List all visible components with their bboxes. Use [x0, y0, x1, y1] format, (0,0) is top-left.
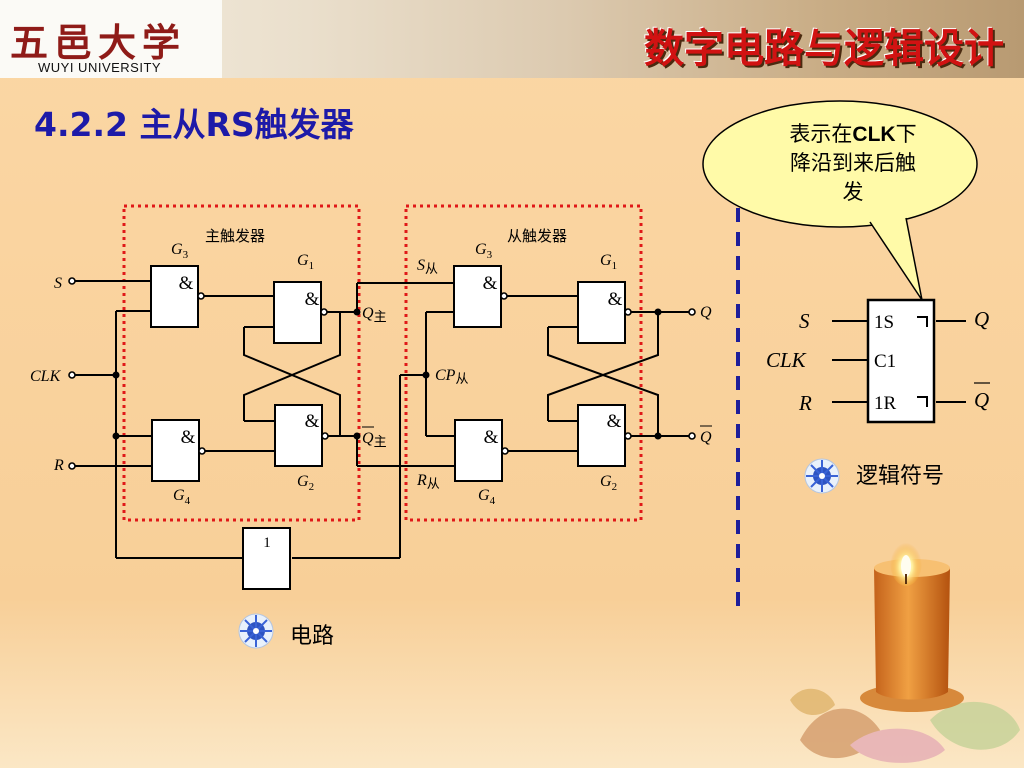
- slave-ff-frame: [404, 204, 643, 522]
- symbol-pin-clk: CLK: [766, 348, 807, 372]
- terminal-q: [688, 308, 696, 316]
- terminal-r: [68, 462, 76, 470]
- svg-text:&: &: [607, 411, 622, 432]
- symbol-in-c1: C1: [874, 351, 896, 372]
- gate-slave-g1: &: [577, 281, 632, 344]
- svg-text:1: 1: [263, 535, 271, 551]
- label-r-slave: R从: [416, 472, 440, 492]
- label-g4-slave: G4: [478, 487, 496, 507]
- bullet-star-icon: [238, 613, 274, 649]
- label-g3-master: G3: [171, 241, 189, 261]
- junction-q-out: [654, 308, 662, 316]
- slave-ff-label: 从触发器: [507, 227, 567, 245]
- svg-text:&: &: [305, 289, 320, 310]
- gate-master-g1: &: [273, 281, 328, 344]
- junction-q-master: [353, 308, 361, 316]
- callout-line1-bold: CLK: [852, 123, 896, 146]
- course-title: 数字电路与逻辑设计: [644, 26, 1004, 72]
- master-ff-label: 主触发器: [205, 227, 265, 245]
- circuit-wires: [74, 280, 966, 559]
- callout-line1-post: 下: [895, 122, 917, 146]
- gate-master-g2: &: [274, 404, 329, 467]
- terminal-clk: [68, 371, 76, 379]
- logic-symbol-caption: 逻辑符号: [856, 464, 945, 489]
- bullet-star-icon: [804, 458, 840, 494]
- junction-qbar-out: [654, 432, 662, 440]
- svg-text:&: &: [484, 427, 499, 448]
- gate-inverter: 1: [242, 527, 291, 590]
- slide-title: 4.2.2 主从RS触发器: [34, 105, 354, 144]
- svg-text:&: &: [608, 289, 623, 310]
- svg-text:&: &: [305, 411, 320, 432]
- symbol-pin-r: R: [798, 391, 812, 415]
- label-g1-master: G1: [297, 252, 314, 272]
- label-qbar-master: Q主: [362, 430, 387, 450]
- university-name-cn: 五邑大学: [10, 20, 187, 65]
- label-input-s: S: [54, 275, 62, 292]
- gate-slave-g4: &: [454, 419, 509, 482]
- terminal-s: [68, 277, 76, 285]
- symbol-in-1r: 1R: [874, 393, 897, 414]
- label-g4-master: G4: [173, 487, 191, 507]
- symbol-in-1s: 1S: [874, 312, 894, 333]
- label-q-master: Q主: [362, 305, 387, 325]
- callout-line3: 发: [842, 180, 864, 204]
- symbol-out-qbar: Q: [974, 388, 989, 412]
- gate-master-g3: &: [150, 265, 205, 328]
- university-logo: 五邑大学 WUYI UNIVERSITY: [0, 0, 222, 78]
- junction-qbar-master: [353, 432, 361, 440]
- circuit-caption: 电路: [290, 624, 335, 649]
- label-g2-slave: G2: [600, 473, 617, 493]
- symbol-pin-s: S: [799, 309, 810, 333]
- terminal-qbar: [688, 432, 696, 440]
- junction-clk-lower: [112, 432, 120, 440]
- callout-line1-pre: 表示在: [789, 122, 853, 146]
- label-g3-slave: G3: [475, 241, 493, 261]
- callout-bubble: [702, 100, 978, 301]
- master-ff-frame: [122, 204, 361, 522]
- label-input-r: R: [53, 457, 64, 474]
- svg-text:&: &: [483, 273, 498, 294]
- junction-cp-slave: [422, 371, 430, 379]
- label-output-qbar: Q: [700, 429, 712, 446]
- callout-text: 表示在CLK下 降沿到来后触 发: [748, 120, 958, 207]
- label-output-q: Q: [700, 304, 712, 321]
- header-banner: 五邑大学 WUYI UNIVERSITY 数字电路与逻辑设计: [0, 0, 1024, 78]
- callout-line2: 降沿到来后触: [790, 151, 916, 175]
- label-g1-slave: G1: [600, 252, 617, 272]
- university-name-en: WUYI UNIVERSITY: [38, 60, 162, 75]
- gate-master-g4: &: [151, 419, 206, 482]
- candle-decoration: [790, 538, 1020, 763]
- gate-slave-g2: &: [577, 404, 632, 467]
- label-input-clk: CLK: [30, 368, 62, 385]
- svg-text:&: &: [179, 273, 194, 294]
- symbol-out-q: Q: [974, 307, 989, 331]
- label-cp-slave: CP从: [435, 367, 468, 387]
- label-g2-master: G2: [297, 473, 314, 493]
- logic-symbol: 1S C1 1R S CLK R Q Q: [766, 298, 990, 424]
- label-s-slave: S从: [417, 257, 438, 277]
- gate-slave-g3: &: [453, 265, 508, 328]
- junction-clk: [112, 371, 120, 379]
- svg-text:&: &: [181, 427, 196, 448]
